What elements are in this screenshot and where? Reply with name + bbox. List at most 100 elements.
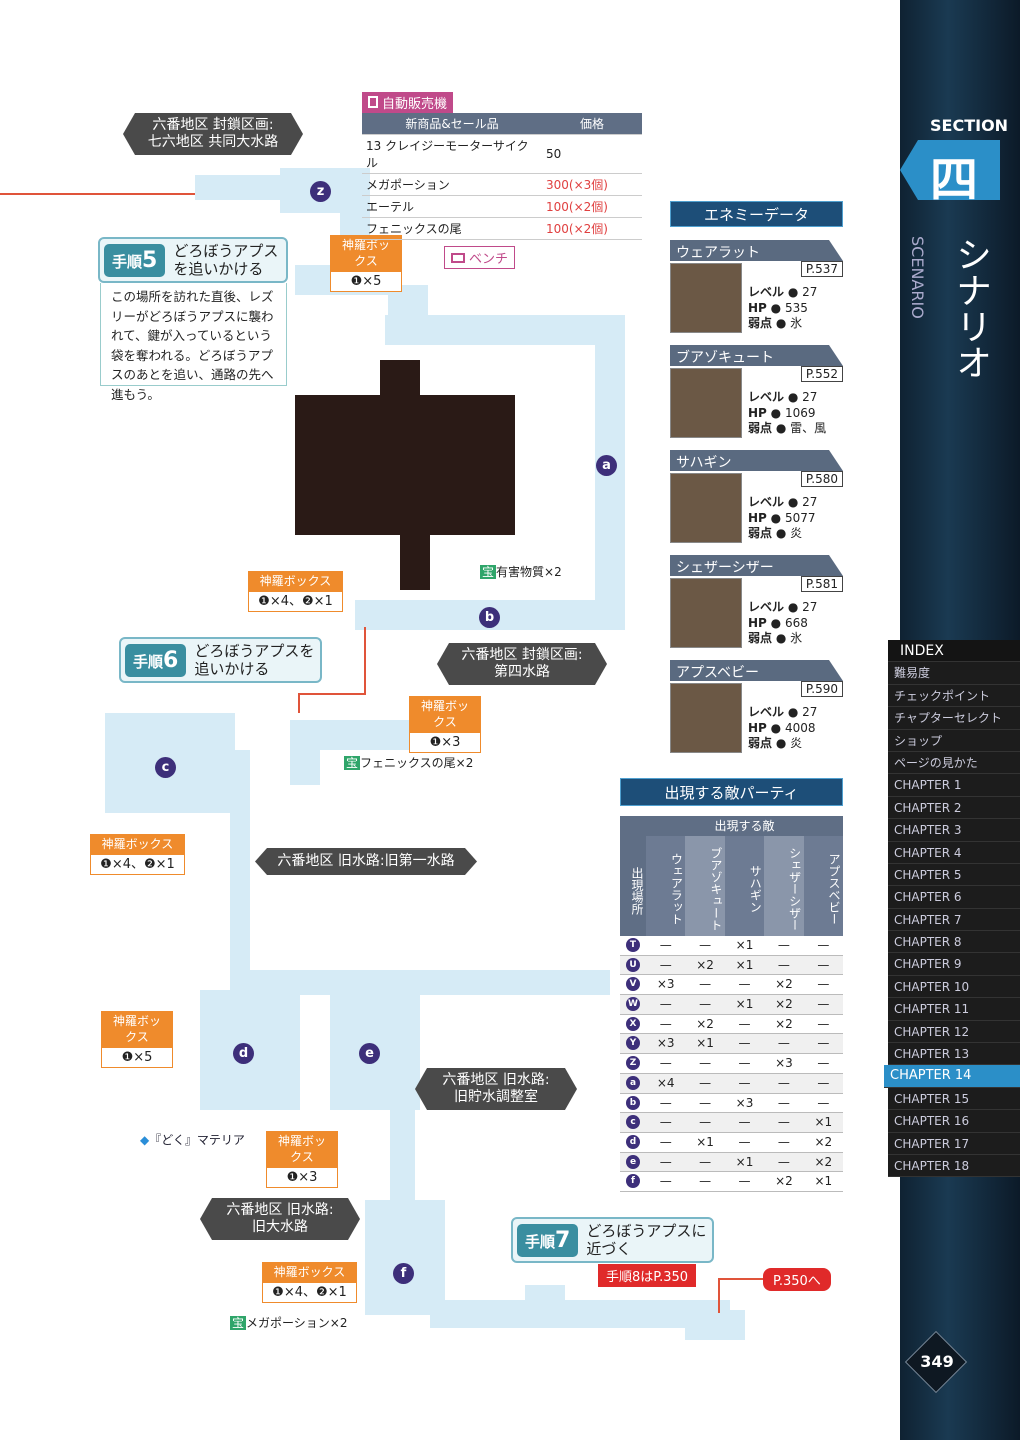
party-cell: —: [738, 1075, 751, 1090]
party-col-head: サハギン: [724, 836, 765, 936]
index-item[interactable]: CHAPTER 7: [888, 908, 1020, 932]
index-item[interactable]: CHAPTER 6: [888, 886, 1020, 909]
party-cell: ×1: [696, 1134, 714, 1149]
section-label: SECTION: [930, 116, 1009, 135]
party-cell: —: [777, 1115, 790, 1130]
party-table: 出現場所 出現する敵 ウェアラットブアゾキュートサハギンシェザーシザーアプスベビ…: [620, 816, 844, 1192]
party-row-id: b: [626, 1095, 640, 1110]
enemy-page: P.580: [800, 471, 843, 487]
section-number: 四: [930, 152, 979, 208]
party-cell: —: [777, 957, 790, 972]
index-item[interactable]: CHAPTER 11: [888, 998, 1020, 1021]
party-cell: —: [817, 938, 830, 952]
party-cell: —: [738, 1115, 751, 1130]
step-5-description: この場所を訪れた直後、レズリーがどろぼうアプスに襲われて、鍵が入っているという袋…: [100, 283, 287, 402]
party-row: T——×1——: [620, 936, 843, 956]
index-item[interactable]: チェックポイント: [888, 684, 1020, 708]
party-cell: ×1: [735, 1154, 754, 1169]
area-label-3: 六番地区 旧水路:旧第一水路: [255, 848, 477, 875]
index-item[interactable]: CHAPTER 8: [888, 931, 1020, 954]
party-row: Y×3×1———: [620, 1034, 843, 1055]
party-row: b——×3——: [620, 1093, 843, 1114]
index-item[interactable]: チャプターセレクト: [888, 707, 1020, 730]
party-cell: —: [817, 1095, 830, 1110]
enemy-name: ブアゾキュート: [670, 345, 843, 366]
vending-title: 自動販売機: [362, 92, 454, 113]
party-cell: —: [659, 1056, 672, 1071]
step-6: 手順6 どろぼうアプスを追いかける: [119, 637, 322, 683]
party-row-id: c: [626, 1115, 640, 1130]
party-cell: —: [817, 957, 830, 972]
party-row-id: V: [626, 977, 640, 992]
index-item[interactable]: CHAPTER 5: [888, 863, 1020, 887]
party-cell: —: [738, 1056, 751, 1071]
party-row-id: Z: [626, 1056, 640, 1071]
party-cell: ×1: [735, 938, 754, 952]
party-cell: —: [699, 997, 712, 1012]
party-row: d—×1——×2: [620, 1132, 843, 1153]
scenario-jp: シナリオ: [950, 236, 991, 380]
index-item[interactable]: CHAPTER 18: [888, 1154, 1020, 1178]
party-cell: ×2: [696, 1016, 714, 1031]
item-hazard: 宝有害物質×2: [480, 565, 562, 579]
party-cell: —: [738, 1036, 751, 1051]
area-label-1: 六番地区 封鎖区画: 七六地区 共同大水路: [123, 113, 303, 155]
party-row: f———×2×1: [620, 1172, 843, 1192]
index-item[interactable]: CHAPTER 14: [884, 1065, 1020, 1088]
index-item[interactable]: CHAPTER 13: [888, 1043, 1020, 1066]
party-cell: ×2: [696, 957, 714, 972]
marker-e: e: [359, 1043, 380, 1064]
index-item[interactable]: CHAPTER 9: [888, 953, 1020, 976]
enemy-name: サハギン: [670, 450, 843, 471]
scenario-en: SCENARIO: [908, 236, 927, 319]
index-item[interactable]: CHAPTER 17: [888, 1132, 1020, 1155]
area-label-4: 六番地区 旧水路: 旧貯水調整室: [415, 1068, 577, 1110]
party-row: c————×1: [620, 1113, 843, 1133]
materia-icon: ◆: [140, 1133, 150, 1147]
party-cell: —: [777, 1036, 790, 1051]
index-item[interactable]: CHAPTER 15: [888, 1087, 1020, 1111]
party-cell: —: [738, 1174, 751, 1189]
party-cell: ×2: [775, 1016, 793, 1031]
area-label-2: 六番地区 封鎖区画: 第四水路: [437, 643, 607, 685]
index-item[interactable]: 難易度: [888, 662, 1020, 685]
index-item[interactable]: CHAPTER 16: [888, 1110, 1020, 1133]
party-row: U—×2×1——: [620, 955, 843, 976]
step-7: 手順7 どろぼうアプスに近づく: [511, 1217, 714, 1263]
next-page-link[interactable]: P.350へ: [763, 1268, 831, 1291]
party-row-id: d: [626, 1134, 640, 1149]
party-cell: —: [738, 977, 751, 992]
party-cell: —: [659, 1134, 672, 1149]
index-item[interactable]: ショップ: [888, 729, 1020, 752]
party-col-head: シェザーシザー: [764, 836, 804, 936]
party-cell: —: [659, 1016, 672, 1031]
party-cell: —: [659, 1115, 672, 1130]
item-megapotion: 宝メガポーション×2: [230, 1316, 348, 1330]
enemy-page: P.537: [800, 261, 843, 277]
enemy-name: ウェアラット: [670, 240, 843, 261]
enemy-page: P.581: [800, 576, 843, 592]
index-item[interactable]: CHAPTER 1: [888, 774, 1020, 797]
party-col-head: ウェアラット: [646, 836, 686, 936]
party-cell: ×3: [656, 977, 675, 992]
index-item[interactable]: ページの見かた: [888, 751, 1020, 775]
index-item[interactable]: CHAPTER 4: [888, 841, 1020, 864]
party-row-id: W: [626, 997, 640, 1012]
bench-label: ベンチ: [444, 246, 516, 269]
vending-icon: [368, 96, 378, 108]
party-cell: ×2: [814, 1154, 833, 1169]
party-cell: —: [659, 997, 672, 1012]
index-item[interactable]: CHAPTER 10: [888, 975, 1020, 999]
index-item[interactable]: CHAPTER 2: [888, 796, 1020, 820]
party-row-id: f: [626, 1174, 640, 1189]
party-cell: —: [659, 957, 672, 972]
party-cell: —: [699, 1115, 712, 1130]
index-item[interactable]: CHAPTER 3: [888, 819, 1020, 842]
enemy-portrait: [670, 683, 742, 753]
index-item[interactable]: CHAPTER 12: [888, 1020, 1020, 1044]
party-cell: —: [699, 1095, 712, 1110]
